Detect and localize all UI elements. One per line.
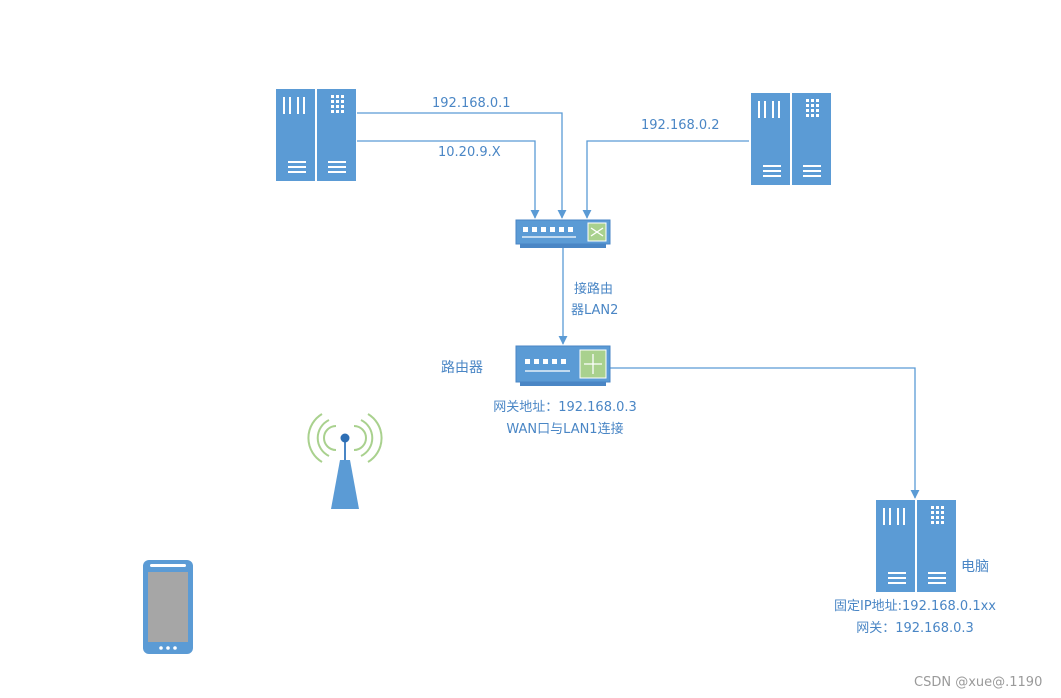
server-icon bbox=[875, 499, 957, 593]
csdn-watermark: CSDN @xue@.1190 bbox=[914, 675, 1043, 690]
wireless-antenna-icon bbox=[307, 413, 383, 509]
computer-name-label: 电脑 bbox=[961, 559, 989, 575]
server-icon bbox=[750, 92, 832, 186]
router-wan-label: WAN口与LAN1连接 bbox=[506, 422, 624, 437]
link-label-192-168-0-1: 192.168.0.1 bbox=[432, 96, 511, 111]
router-name-label: 路由器 bbox=[441, 360, 483, 376]
switch-router-label-line1: 接路由 bbox=[574, 282, 614, 297]
computer-gateway-label: 网关：192.168.0.3 bbox=[856, 621, 974, 636]
link-line-10-20-9-x bbox=[357, 140, 540, 219]
server-icon bbox=[275, 88, 357, 182]
network-switch-icon bbox=[515, 219, 611, 248]
link-line-router-computer bbox=[610, 367, 920, 499]
link-label-192-168-0-2: 192.168.0.2 bbox=[641, 118, 720, 133]
router-icon bbox=[515, 345, 611, 386]
link-line-192-168-0-1 bbox=[357, 112, 567, 219]
switch-router-label-line2: 器LAN2 bbox=[571, 303, 619, 318]
link-line-192-168-0-2 bbox=[582, 140, 749, 219]
computer-ip-label: 固定IP地址:192.168.0.1xx bbox=[833, 599, 996, 614]
link-label-10-20-9-x: 10.20.9.X bbox=[438, 145, 501, 160]
smartphone-icon bbox=[143, 560, 193, 654]
router-gateway-label: 网关地址：192.168.0.3 bbox=[493, 400, 637, 415]
